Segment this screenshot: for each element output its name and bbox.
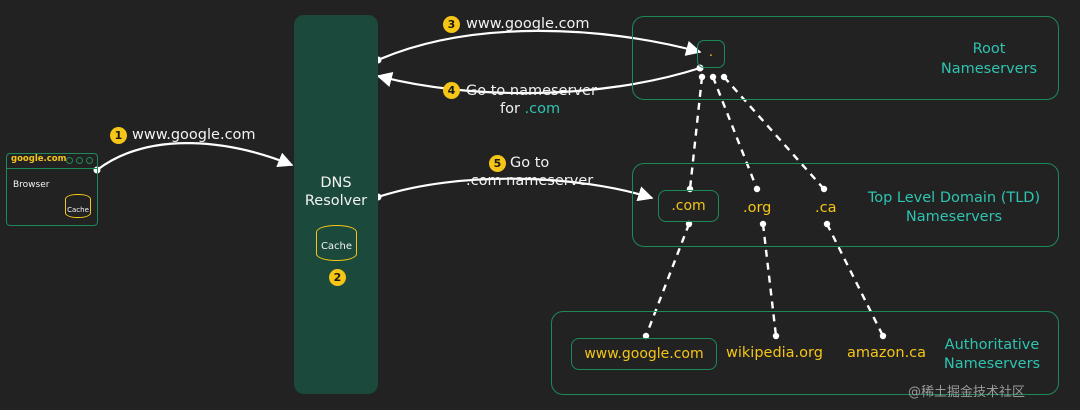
dns-resolver	[294, 15, 378, 394]
tld-nameservers-box	[632, 163, 1059, 247]
step-4-line2-highlight: .com	[524, 101, 561, 117]
dash-ca-amazon	[825, 223, 885, 337]
step-4-line2: for .com	[500, 100, 560, 118]
resolver-cache-label: Cache	[320, 240, 353, 252]
tld-com-label: .com	[671, 198, 706, 214]
browser-titlebar: google.com	[7, 154, 97, 169]
step-1-badge: 1	[110, 127, 127, 144]
arrow-browser-to-resolver	[96, 142, 294, 171]
watermark: @稀土掘金技术社区	[908, 385, 1026, 400]
step-4-line2-prefix: for	[500, 101, 525, 117]
step-3-badge: 3	[443, 16, 460, 33]
browser-label: Browser	[13, 180, 50, 190]
resolver-title-line1: DNS	[320, 175, 352, 191]
step-1-text: www.google.com	[132, 127, 256, 143]
step-4-badge: 4	[443, 82, 460, 99]
step-4-line1: Go to nameserver	[466, 83, 597, 99]
arrow-resolver-to-root	[377, 29, 702, 62]
step-3-text: www.google.com	[466, 16, 590, 32]
step-5-line2: .com nameserver	[466, 173, 594, 189]
arrow-resolver-to-com	[377, 177, 654, 202]
arrow-root-to-resolver	[376, 66, 701, 95]
step-5-badge: 5	[489, 155, 506, 172]
dash-com-google	[644, 223, 691, 337]
auth-google-node: www.google.com	[571, 338, 717, 370]
resolver-cache-icon: Cache	[316, 225, 357, 261]
auth-wikipedia-label: wikipedia.org	[726, 345, 823, 361]
window-controls-icon	[66, 157, 93, 164]
root-node-label: .	[708, 45, 714, 60]
tld-title-line2: Nameservers	[905, 209, 1003, 225]
auth-amazon-label: amazon.ca	[847, 345, 927, 361]
auth-google-label: www.google.com	[584, 346, 704, 362]
tld-title-line1: Top Level Domain (TLD)	[867, 190, 1041, 206]
step-2-badge: 2	[329, 269, 346, 286]
auth-title-line2: Nameservers	[943, 356, 1041, 372]
step-5-line1: Go to	[510, 155, 550, 171]
tld-com-node: .com	[658, 190, 719, 222]
browser-url: google.com	[11, 154, 67, 164]
dash-root-com	[688, 76, 704, 190]
root-nameservers-box	[632, 16, 1059, 100]
root-title-line2: Nameservers	[940, 61, 1038, 77]
browser-cache-label: Cache	[67, 206, 89, 214]
root-node: .	[697, 40, 725, 68]
auth-title-line1: Authoritative	[944, 337, 1040, 353]
tld-org-label: .org	[743, 200, 772, 216]
browser-window: google.com Browser Cache	[6, 153, 98, 226]
tld-ca-label: .ca	[815, 200, 837, 216]
resolver-title-line2: Resolver	[304, 193, 368, 209]
root-title-line1: Root	[972, 41, 1006, 57]
authoritative-nameservers-box	[551, 311, 1059, 395]
browser-cache-icon: Cache	[65, 194, 91, 218]
dash-org-wiki	[761, 223, 778, 337]
